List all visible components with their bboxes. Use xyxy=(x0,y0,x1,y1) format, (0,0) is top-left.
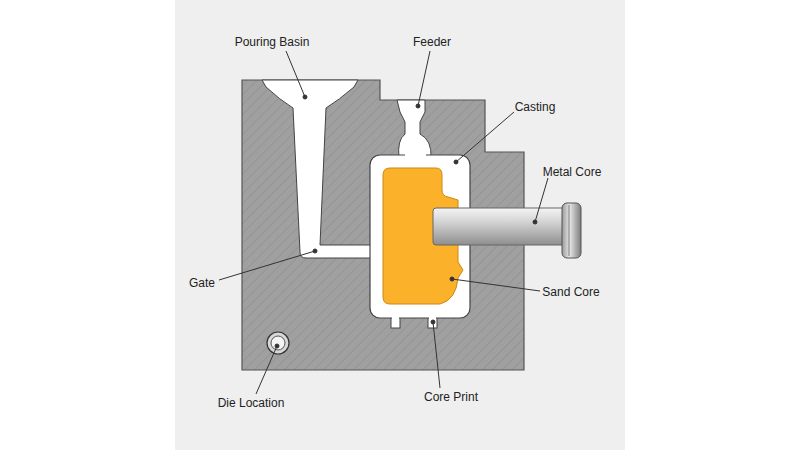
leader-line xyxy=(452,279,540,291)
feeder-joint xyxy=(405,152,426,157)
gate-joint xyxy=(372,246,376,257)
leader-dot xyxy=(416,104,420,108)
leader-dot xyxy=(303,95,307,99)
leader-dot xyxy=(275,344,279,348)
part-label: Core Print xyxy=(424,390,478,404)
leader-line xyxy=(256,346,277,394)
feeder-channel xyxy=(397,100,431,158)
core-print-joint xyxy=(429,314,436,320)
leader-line xyxy=(456,112,514,162)
leader-dot xyxy=(431,320,435,324)
leader-dot xyxy=(454,160,458,164)
part-label: Pouring Basin xyxy=(235,35,310,49)
leader-dot xyxy=(450,277,454,281)
die-location-pin xyxy=(267,332,289,354)
part-label: Metal Core xyxy=(543,165,602,179)
leader-line xyxy=(535,178,548,222)
die-location-pin-inner xyxy=(271,336,285,350)
metal-core-shaft xyxy=(433,208,565,245)
metal-core-head-edge xyxy=(569,205,570,256)
part-label: Sand Core xyxy=(542,285,599,299)
background-panel xyxy=(175,0,625,450)
metal-core-head xyxy=(562,203,581,258)
leader-line xyxy=(219,251,315,280)
leader-line xyxy=(286,51,305,97)
pouring-basin-sprue-gate xyxy=(262,80,373,258)
part-label: Gate xyxy=(189,276,215,290)
leader-line xyxy=(433,322,440,388)
leader-dot xyxy=(313,249,317,253)
part-label: Feeder xyxy=(413,35,451,49)
core-print-tab xyxy=(428,314,437,328)
part-label: Casting xyxy=(515,100,556,114)
core-print-joint xyxy=(392,314,399,320)
part-label: Die Location xyxy=(218,396,285,410)
leader-line xyxy=(418,51,430,106)
leader-dot xyxy=(533,220,537,224)
core-print-tab xyxy=(391,314,400,328)
